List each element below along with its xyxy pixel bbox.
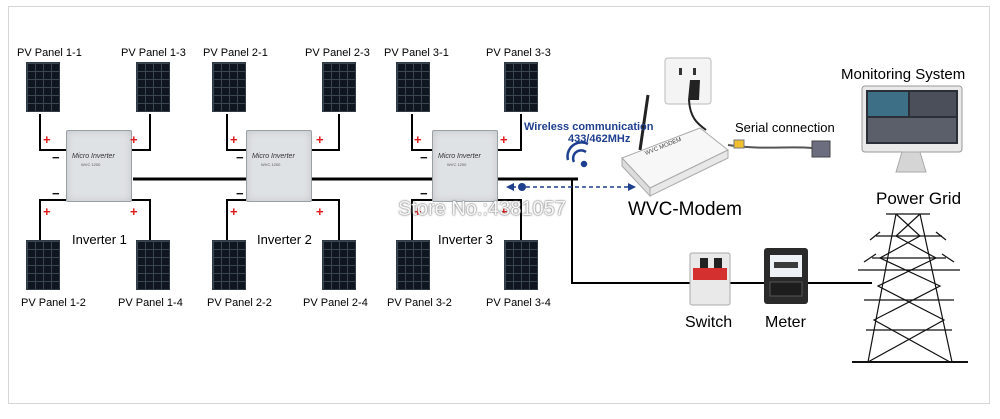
micro-inverter-2: Micro Inverter WVC 1200 <box>246 130 312 202</box>
plus-mark: + <box>230 132 238 147</box>
pv-panel-3-4 <box>504 240 538 290</box>
plus-mark: + <box>414 132 422 147</box>
serial-cable-icon <box>727 139 831 158</box>
plus-mark: + <box>130 204 138 219</box>
plus-mark: + <box>500 132 508 147</box>
modem-device-icon <box>621 94 729 198</box>
dc-leads-3 <box>411 114 522 240</box>
panel-label-1-1: PV Panel 1-1 <box>17 47 82 59</box>
pv-panel-2-1 <box>212 62 246 112</box>
micro-inverter-1: Micro Inverter WVC 1200 <box>66 130 132 202</box>
plus-mark: + <box>500 204 508 219</box>
pv-panel-3-3 <box>504 62 538 112</box>
monitoring-label: Monitoring System <box>841 66 966 83</box>
pv-panel-1-4 <box>136 240 170 290</box>
pv-panel-1-1 <box>26 62 60 112</box>
inverter-plate-title: Micro Inverter <box>252 153 295 160</box>
minus-mark: − <box>420 186 428 201</box>
minus-mark: − <box>236 150 244 165</box>
inverter-label-2: Inverter 2 <box>257 232 312 247</box>
meter-label: Meter <box>765 314 806 331</box>
inverter-label-1: Inverter 1 <box>72 232 127 247</box>
inverter-plate-model: WVC 1200 <box>447 162 467 167</box>
panel-label-1-3: PV Panel 1-3 <box>121 47 186 59</box>
power-tower-icon <box>852 213 968 363</box>
pv-panel-3-2 <box>396 240 430 290</box>
panel-label-3-2: PV Panel 3-2 <box>387 297 452 309</box>
panel-label-2-1: PV Panel 2-1 <box>203 47 268 59</box>
panel-label-2-3: PV Panel 2-3 <box>305 47 370 59</box>
inverter-plate-title: Micro Inverter <box>72 153 115 160</box>
pv-panel-2-2 <box>212 240 246 290</box>
dc-leads-1 <box>39 114 151 240</box>
pv-panel-2-4 <box>322 240 356 290</box>
plus-mark: + <box>316 204 324 219</box>
pv-panel-3-1 <box>396 62 430 112</box>
serial-label: Serial connection <box>735 120 835 135</box>
minus-mark: − <box>52 150 60 165</box>
inverter-label-3: Inverter 3 <box>438 232 493 247</box>
diagram-frame <box>8 6 990 404</box>
panel-label-3-3: PV Panel 3-3 <box>486 47 551 59</box>
inverter-plate-model: WVC 1200 <box>81 162 101 167</box>
minus-mark: − <box>420 150 428 165</box>
modem-label: WVC-Modem <box>628 199 743 220</box>
switch-label: Switch <box>685 314 733 331</box>
panel-label-2-2: PV Panel 2-2 <box>207 297 272 309</box>
panel-label-2-4: PV Panel 2-4 <box>303 297 368 309</box>
plus-mark: + <box>414 204 422 219</box>
panel-label-1-2: PV Panel 1-2 <box>21 297 86 309</box>
wireless-label: Wireless communication <box>524 121 654 133</box>
plus-mark: + <box>130 132 138 147</box>
panel-label-1-4: PV Panel 1-4 <box>118 297 183 309</box>
grid-label: Power Grid <box>876 189 962 208</box>
pv-panel-1-2 <box>26 240 60 290</box>
plus-mark: + <box>43 132 51 147</box>
plus-mark: + <box>230 204 238 219</box>
comm-dot <box>518 183 526 191</box>
comm-arrow-right <box>628 183 636 191</box>
store-watermark: Store No.:4381057 <box>398 198 566 220</box>
panel-label-3-1: PV Panel 3-1 <box>384 47 449 59</box>
plus-mark: + <box>316 132 324 147</box>
wall-socket-icon <box>664 57 712 131</box>
switch-device-icon <box>689 252 731 306</box>
dc-leads-2 <box>226 114 340 240</box>
pv-panel-2-3 <box>322 62 356 112</box>
frequency-label: 433/462MHz <box>568 133 631 145</box>
inverter-plate-model: WVC 1200 <box>261 162 281 167</box>
wireless-icon <box>566 141 589 168</box>
minus-mark: − <box>52 186 60 201</box>
inverter-plate-title: Micro Inverter <box>438 153 481 160</box>
minus-mark: − <box>236 186 244 201</box>
comm-arrow-left <box>506 183 514 191</box>
panel-label-3-4: PV Panel 3-4 <box>486 297 551 309</box>
pv-panel-1-3 <box>136 62 170 112</box>
micro-inverter-3: Micro Inverter WVC 1200 <box>432 130 498 202</box>
plus-mark: + <box>43 204 51 219</box>
monitor-icon <box>861 85 963 173</box>
meter-device-icon <box>764 248 808 304</box>
